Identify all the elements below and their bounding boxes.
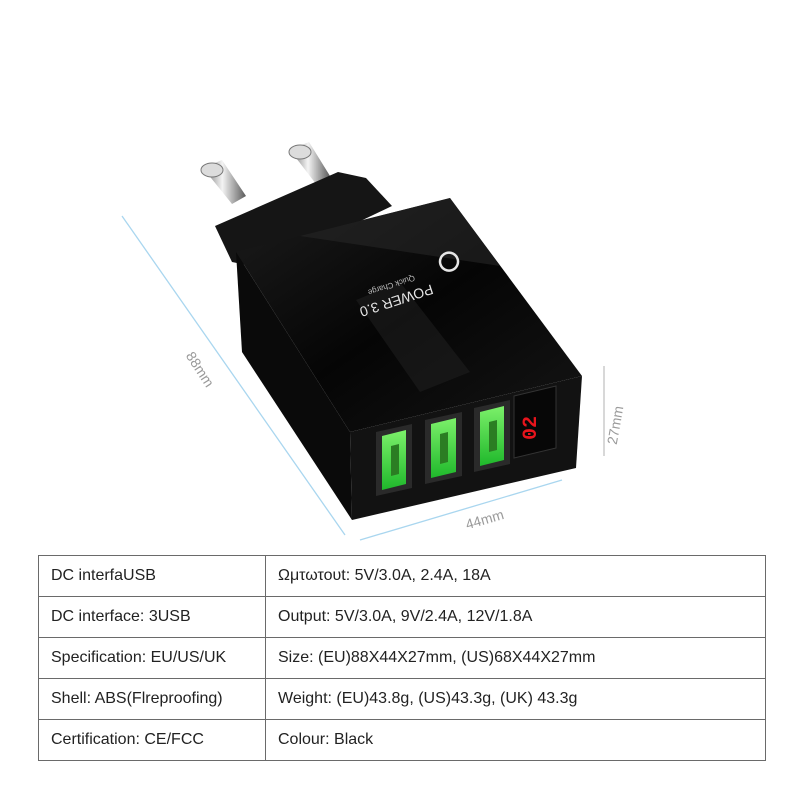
spec-label: Specification: EU/US/UK xyxy=(38,637,266,679)
spec-row: Shell: ABS(Flreproofing) Weight: (EU)43.… xyxy=(38,678,766,720)
led-digits: 02 xyxy=(520,416,543,440)
plug-pins xyxy=(200,142,330,204)
dimension-44mm: 44mm xyxy=(464,506,506,532)
spec-value: Output: 5V/3.0A, 9V/2.4A, 12V/1.8A xyxy=(265,596,766,638)
spec-value: Size: (EU)88X44X27mm, (US)68X44X27mm xyxy=(265,637,766,679)
plug-base xyxy=(215,172,392,268)
spec-table: DC interfaUSB Ωμτωτουt: 5V/3.0A, 2.4A, 1… xyxy=(38,555,766,761)
dimension-88mm: 88mm xyxy=(183,349,218,390)
spec-label: DC interfaUSB xyxy=(38,555,266,597)
charger-side-face xyxy=(236,252,352,520)
spec-value: Ωμτωτουt: 5V/3.0A, 2.4A, 18A xyxy=(265,555,766,597)
dimension-lines xyxy=(121,215,605,541)
charger-illustration: POWER 3.0 Quick Charge 02 88mm 44mm 27mm xyxy=(121,142,627,541)
dimension-27mm: 27mm xyxy=(604,405,627,446)
spec-label: DC interface: 3USB xyxy=(38,596,266,638)
spec-row: Certification: CE/FCC Colour: Black xyxy=(38,719,766,761)
usb-port-1 xyxy=(376,424,412,496)
spec-value: Weight: (EU)43.8g, (US)43.3g, (UK) 43.3g xyxy=(265,678,766,720)
usb-port-2 xyxy=(425,412,462,484)
spec-value: Colour: Black xyxy=(265,719,766,761)
spec-row: Specification: EU/US/UK Size: (EU)88X44X… xyxy=(38,637,766,679)
spec-row: DC interfaUSB Ωμτωτουt: 5V/3.0A, 2.4A, 1… xyxy=(38,555,766,597)
spec-row: DC interface: 3USB Output: 5V/3.0A, 9V/2… xyxy=(38,596,766,638)
led-display: 02 xyxy=(513,385,557,459)
usb-ports xyxy=(376,400,510,496)
usb-port-3 xyxy=(474,400,510,472)
spec-label: Shell: ABS(Flreproofing) xyxy=(38,678,266,720)
spec-label: Certification: CE/FCC xyxy=(38,719,266,761)
